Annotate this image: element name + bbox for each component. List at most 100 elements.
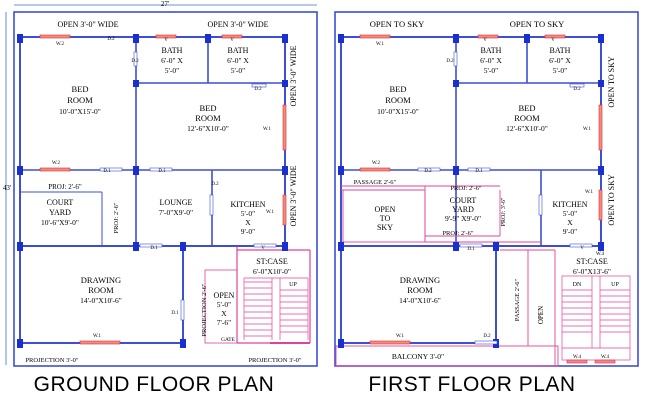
first-bath2-name: BATH <box>550 46 571 55</box>
first-stair-up-label: UP <box>611 282 619 288</box>
plot-boundary <box>13 11 318 367</box>
first-bath1-dim2: 5'-0" <box>484 66 498 75</box>
ground-floor-plan: 27' 43' <box>3 0 318 396</box>
first-tag-d2-side: D.2 <box>446 59 454 64</box>
open-mid-line1: OPEN <box>214 291 235 300</box>
ground-columns <box>17 34 288 348</box>
kitchen-dim3: 9'-0" <box>241 227 255 236</box>
kitchen-dim2: X <box>245 218 251 227</box>
first-tag-d1-court: D.1 <box>467 247 475 252</box>
bed2-name-line1: BED <box>200 103 217 113</box>
first-doors <box>417 51 593 345</box>
ground-doors <box>99 51 277 321</box>
bath2-dim2: 5'-0" <box>231 66 245 75</box>
tag-d2-side: D.2 <box>131 59 139 64</box>
tag-v-bath2: V <box>230 38 234 43</box>
first-open-sky-line2: TO <box>380 214 391 223</box>
bath1-name: BATH <box>162 46 183 55</box>
top-open-left-label: OPEN 3'-0" WIDE <box>58 20 119 29</box>
tag-v-bath1: V <box>164 38 168 43</box>
first-stair-dn-label: DN <box>573 282 582 288</box>
tag-d2-bath: D.2 <box>254 87 262 92</box>
first-open-sky-line1: OPEN <box>375 205 396 214</box>
first-tag-d2-bath: D.2 <box>573 87 581 92</box>
court-name-line1: COURT <box>47 198 74 207</box>
first-tag-d2-mid: D.2 <box>424 169 432 174</box>
tag-w1-drawing: W.1 <box>93 334 102 339</box>
tag-v-stair: V <box>261 246 265 251</box>
first-proj-bottom-label: PROJ: 2'-6" <box>442 230 473 237</box>
ground-labels: OPEN 3'-0" WIDE OPEN 3'-0" WIDE OPEN 3'-… <box>25 20 301 364</box>
first-court-name-line2: YARD <box>452 205 474 214</box>
first-stair-name: ST:CASE <box>576 257 608 266</box>
projection-right-label: PROJECTION 3'-0" <box>248 357 301 364</box>
court-name-line2: YARD <box>49 208 71 217</box>
tag-w2-top: W.2 <box>56 42 65 47</box>
first-top-left-label: OPEN TO SKY <box>370 19 424 29</box>
first-stair-dim: 6'-0"X13'-6" <box>573 267 611 276</box>
tag-d1-lounge: D.1 <box>150 246 158 251</box>
bath1-dim1: 6'-0" X <box>161 56 183 65</box>
tag-w1-bed2: W.1 <box>263 127 272 132</box>
ground-stair-treads <box>243 277 309 340</box>
first-kitchen-name: KITCHEN <box>552 200 587 209</box>
lounge-name: LOUNGE <box>160 198 193 207</box>
tag-d1-mid: D.1 <box>158 169 166 174</box>
first-tag-w1-bed2: W.1 <box>583 127 592 132</box>
first-bath2-dim2: 5'-0" <box>553 66 567 75</box>
open-mid-line3: X <box>221 309 227 318</box>
drawing-dim: 14'-0"X10'-6" <box>80 296 122 305</box>
first-bath1-dim1: 6'-0" X <box>480 56 502 65</box>
first-kitchen-dim3: 9'-0" <box>563 227 577 236</box>
kitchen-dim1: 5'-0" <box>241 209 255 218</box>
bed2-name-line2: ROOM <box>195 113 221 123</box>
bed1-name-line2: ROOM <box>67 95 93 105</box>
projection-side-label: PROJECTION 2'-6" <box>201 283 208 336</box>
bath2-name: BATH <box>228 46 249 55</box>
tag-w1-kitchen: W.1 <box>266 210 275 215</box>
first-bed2-name-line1: BED <box>519 103 536 113</box>
first-windows <box>359 34 616 364</box>
ground-floor-title: GROUND FLOOR PLAN <box>34 373 275 396</box>
first-bed1-name-line2: ROOM <box>385 95 411 105</box>
gate-label: GATE <box>221 337 236 343</box>
first-tag-w4-right: W.4 <box>601 355 610 360</box>
proj-side-label: PROJ: 2'-6" <box>113 202 120 233</box>
first-balcony-label: BALCONY 3'-0" <box>392 352 444 361</box>
first-tag-w1-drawing: W.1 <box>396 334 405 339</box>
tag-d1-left: D.1 <box>103 169 111 174</box>
first-passage-side-label: PASSAGE 2'-6" <box>514 278 521 321</box>
first-proj-side-label: PROJ: 3'-6" <box>501 197 507 226</box>
first-passage-top-label: PASSAGE 2'-6" <box>354 179 397 186</box>
first-drawing-name-line1: DRAWING <box>400 275 440 285</box>
first-bed2-dim: 12'-6"X10'-0" <box>506 124 548 133</box>
tag-d2-kitchen: D.2 <box>211 182 219 187</box>
first-floor-plan: OPEN TO SKY OPEN TO SKY OPEN TO SKY OPEN… <box>334 11 639 396</box>
bath1-dim2: 5'-0" <box>165 66 179 75</box>
first-bed2-name-line2: ROOM <box>514 113 540 123</box>
bath2-dim1: 6'-0" X <box>227 56 249 65</box>
lounge-dim: 7'-0"X9'-0" <box>159 208 193 217</box>
first-court-name-line1: COURT <box>450 196 477 205</box>
drawing-name-line2: ROOM <box>88 285 114 295</box>
stair-up-label: UP <box>289 282 297 288</box>
first-court-dim: 9'-9" X9'-0" <box>445 214 481 223</box>
first-columns <box>338 34 604 348</box>
first-tag-d1-mid: D.1 <box>475 169 483 174</box>
first-side-top-label: OPEN TO SKY <box>607 56 616 107</box>
first-floor-title: FIRST FLOOR PLAN <box>368 373 575 396</box>
first-open-side-label: OPEN <box>537 306 545 324</box>
open-mid-line2: 5'-0" <box>217 300 231 309</box>
first-labels: OPEN TO SKY OPEN TO SKY OPEN TO SKY OPEN… <box>354 19 620 361</box>
side-open-bottom-label: OPEN 3'-0" WIDE <box>289 165 298 226</box>
projection-left-label: PROJECTION 3'-0" <box>25 357 78 364</box>
tag-d2-top: D.2 <box>107 37 115 42</box>
first-tag-w4-left: W.4 <box>573 355 582 360</box>
first-bed1-name-line1: BED <box>390 84 407 94</box>
bed1-dim: 10'-0"X15'-0" <box>59 107 101 116</box>
first-bed1-dim: 10'-0"X15'-0" <box>377 107 419 116</box>
bed2-dim: 12'-6"X10'-0" <box>187 124 229 133</box>
side-open-top-label: OPEN 3'-0" WIDE <box>289 45 298 106</box>
first-pink-outlines <box>335 185 559 367</box>
